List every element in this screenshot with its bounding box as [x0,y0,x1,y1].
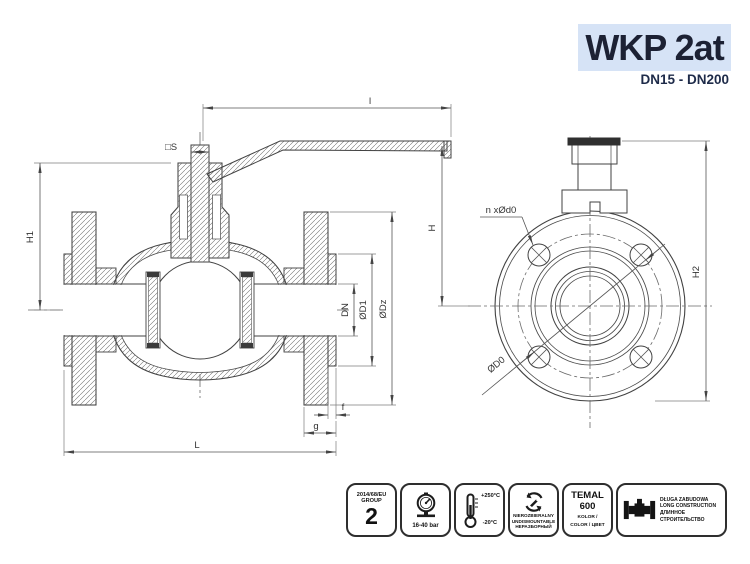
dn-range: DN15 - DN200 [640,72,729,87]
color-name: TEMAL [571,489,604,501]
temperature-min: -20°C [482,520,497,526]
dim-label-h1: H1 [25,231,36,243]
front-view: ØD0 n xØd0 H [427,136,712,428]
undismountable-ru: НЕРАЗБОРНЫЙ [515,524,552,530]
pipe-neck-walls [95,267,305,353]
dim-label-d1: ØD1 [358,300,369,320]
construction-ru: ДЛИННОЕ СТРОИТЕЛЬСТВО [659,510,705,523]
badge-row: 2014/68/EU GROUP 2 16-40 bar [346,483,727,537]
temperature-max: +250°C [481,493,500,499]
dim-label-g: g [313,421,318,432]
badge-pressure: 16-40 bar [400,483,451,537]
front-stem-assembly [561,137,628,214]
construction-pl: DŁUGA ZABUDOWA [659,496,709,503]
bore-lines [64,283,336,337]
directive-group-number: 2 [365,503,378,530]
dim-label-f: f [342,402,345,413]
color-label-en-ru: COLOR / ЦВЕТ [570,522,605,528]
dim-label-dn: DN [340,303,351,317]
thermometer-icon [464,493,478,528]
dim-h: H [427,146,470,307]
bolt-hole-callout: n xØd0 [480,205,534,246]
stem-hatch [191,145,209,262]
dim-h2: H2 [622,140,710,402]
undismountable-pl: NIEROZBIERALNY [513,512,554,518]
dim-label-h: H [427,224,438,231]
dim-label-s: □S [165,142,177,153]
dim-label-d0: ØD0 [485,355,507,376]
recycle-wrench-icon [525,491,542,512]
badge-long-construction: DŁUGA ZABUDOWA LONG CONSTRUCTION ДЛИННОЕ… [616,483,727,537]
pressure-range-label: 16-40 bar [412,522,439,529]
directive-group-label: GROUP [361,498,382,504]
badge-directive: 2014/68/EU GROUP 2 [346,483,397,537]
side-view-dimensions: H1 □S l DN ØD1 [25,96,452,456]
dim-label-l: l [369,96,371,107]
valve-silhouette-icon [623,498,656,520]
badge-temperature: +250°C -20°C [454,483,505,537]
dim-label-L: L [194,440,199,451]
title-block: WKP 2at [578,24,731,71]
directive-standard: 2014/68/EU [356,491,387,498]
left-bore [63,284,155,336]
valve-seats [145,271,255,349]
undismountable-en: UNDISMOUNTABLE [511,518,556,524]
handle-end-view [567,137,621,146]
dim-label-h2: H2 [691,266,702,278]
side-view: H1 □S l DN ØD1 [25,96,452,456]
badge-undismountable: NIEROZBIERALNY UNDISMOUNTABLE НЕРАЗБОРНЫ… [508,483,559,537]
badge-color: TEMAL 600 KOLOR / COLOR / ЦВЕТ [562,483,613,537]
color-code: 600 [579,500,596,512]
dim-label-dz: ØDz [378,299,389,318]
construction-en: LONG CONSTRUCTION [659,503,717,510]
right-bore [245,284,337,336]
color-label-pl: KOLOR / [577,514,598,520]
ball [150,260,250,360]
model-title: WKP 2at [585,26,724,68]
packing-glands [179,194,221,240]
gauge-icon [416,492,435,517]
dim-label-nxd0: n xØd0 [486,205,517,216]
lever-handle [206,140,452,183]
construction-labels: DŁUGA ZABUDOWA LONG CONSTRUCTION ДЛИННОЕ… [660,497,725,524]
